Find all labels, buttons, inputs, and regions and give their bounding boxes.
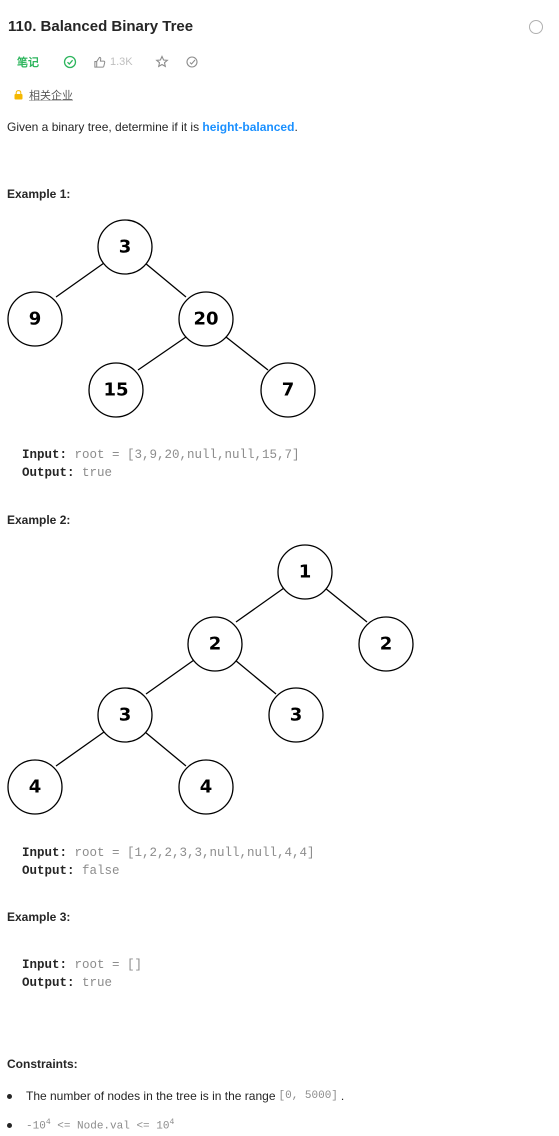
more-icon[interactable] [529,20,543,34]
example-3-io: Input: root = [] Output: true [22,958,143,990]
tree-node [7,291,63,347]
notes-tab[interactable]: 笔记 [17,57,39,69]
tree-node-label: 9 [29,309,42,330]
tree-node-label: 1 [299,562,312,583]
like-count: 1.3K [110,56,133,68]
example-3-heading: Example 3: [7,910,71,924]
star-icon[interactable] [154,55,169,69]
tree-edge [234,659,277,695]
tree-edge [55,731,105,767]
tree-node [277,544,333,600]
tree-node [187,616,243,672]
constraint-code: [0, 5000] [278,1090,338,1102]
example-1-tree: 3 9 20 15 7 [7,219,316,418]
tree-node-label: 7 [282,380,295,401]
tree-node [97,219,153,275]
example-1-heading: Example 1: [7,187,71,201]
constraint-text: The number of nodes in the tree is in th… [26,1089,276,1103]
like-button[interactable]: 1.3K [93,56,133,69]
example-2-heading: Example 2: [7,513,71,527]
tree-node-label: 3 [119,705,132,726]
tree-node [97,687,153,743]
problem-title: 110. Balanced Binary Tree [8,18,194,35]
tree-node [178,759,234,815]
description-suffix: . [294,120,298,134]
problem-description: Given a binary tree, determine if it is … [7,120,298,134]
tree-node-label: 4 [200,777,213,798]
tree-node [358,616,414,672]
related-companies-label: 相关企业 [29,90,73,102]
tree-edge [324,587,368,623]
bullet [7,1122,12,1128]
tree-node [88,362,144,418]
thumbs-up-icon [94,56,106,68]
constraint-suffix: . [340,1089,345,1103]
constraints-heading: Constraints: [7,1057,78,1071]
tree-edge [235,587,285,623]
share-icon[interactable] [185,55,199,69]
example-2-io: Input: root = [1,2,2,3,3,null,null,4,4] … [22,846,315,878]
tree-node-label: 4 [29,777,42,798]
lock-icon [14,90,23,100]
tree-node-label: 2 [209,634,222,655]
tree-node-label: 15 [103,380,128,401]
tree-node-label: 2 [380,634,393,655]
tree-edge [144,731,187,767]
tree-edge [55,262,105,298]
tree-node-label: 3 [119,237,132,258]
height-balanced-link[interactable]: height-balanced [202,120,295,134]
tree-edge [145,659,195,695]
tree-edge [137,336,187,371]
related-companies[interactable]: 相关企业 [14,87,73,103]
tree-node-label: 3 [290,705,303,726]
tree-node [260,362,316,418]
tree-edge [225,336,269,371]
constraint-item: -104 <= Node.val <= 104 [7,1118,174,1133]
tree-node [268,687,324,743]
constraint-code: -104 <= Node.val <= 104 [26,1118,175,1133]
tree-node [7,759,63,815]
tree-node-label: 20 [193,309,218,330]
problem-toolbar: 笔记 1.3K [17,54,215,70]
example-2-tree: 1 2 2 3 3 4 4 [7,544,414,815]
solved-check-icon [63,55,77,69]
description-text: Given a binary tree, determine if it is [7,120,203,134]
bullet [7,1093,12,1099]
tree-node [178,291,234,347]
example-1-io: Input: root = [3,9,20,null,null,15,7] Ou… [22,448,300,480]
constraint-item: The number of nodes in the tree is in th… [7,1089,344,1103]
tree-edge [144,262,187,298]
